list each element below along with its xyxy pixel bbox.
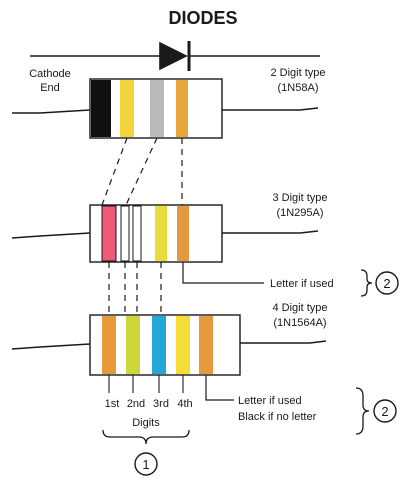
- band-letter: [176, 80, 188, 137]
- band-letter: [177, 206, 189, 261]
- part-number-1n295a: (1N295A): [276, 207, 323, 219]
- lead-right: [240, 340, 327, 344]
- band-digit-1: [120, 80, 134, 137]
- band-digit-3: [152, 316, 166, 374]
- callout-circle-2-top: [375, 271, 399, 295]
- band-digit-2: [120, 205, 130, 262]
- digit-label-4th: 4th: [177, 398, 192, 410]
- callout-circle-1: [134, 452, 158, 476]
- type-label-4-digit: 4 Digit type: [272, 302, 327, 314]
- lead-right: [222, 230, 319, 234]
- brace-bottom: [102, 429, 190, 445]
- callout-number-1: 1: [142, 457, 149, 472]
- digit-label-3rd: 3rd: [153, 398, 169, 410]
- lead-right: [222, 107, 319, 111]
- part-number-1n58a: (1N58A): [278, 82, 319, 94]
- digit-label-1st: 1st: [105, 398, 120, 410]
- diode-3-digit: [11, 204, 319, 263]
- band-digit-2: [126, 316, 140, 374]
- diode-symbol-icon: [30, 41, 320, 71]
- diode-4-digit: [11, 314, 327, 376]
- letter-if-used-label: Letter if used: [270, 278, 334, 290]
- letter-leader-line-4-digit: [205, 375, 234, 401]
- black-if-no-letter-label: Black if no letter: [238, 411, 317, 423]
- type-label-3-digit: 3 Digit type: [272, 192, 327, 204]
- cathode-label-line2: End: [40, 82, 60, 94]
- band-digit-1: [102, 316, 116, 374]
- callout-number-2-bottom: 2: [381, 404, 388, 419]
- lead-left: [11, 232, 91, 239]
- band-digit-4: [176, 316, 190, 374]
- diagram-title: DIODES: [168, 8, 237, 28]
- digits-label: Digits: [132, 417, 160, 429]
- lead-left: [12, 109, 91, 114]
- band-digit-3: [132, 205, 142, 262]
- digit-label-2nd: 2nd: [127, 398, 145, 410]
- cathode-label-line1: Cathode: [29, 68, 71, 80]
- brace-right-bottom: [355, 387, 370, 435]
- callout-number-2-top: 2: [383, 276, 390, 291]
- digit-ticks: [108, 375, 184, 393]
- letter-leader-line-3-digit: [182, 262, 264, 284]
- mapping-lines-1-2: [101, 137, 183, 206]
- band-cathode: [91, 80, 111, 137]
- letter-if-used-label-2: Letter if used: [238, 395, 302, 407]
- lead-left: [11, 343, 91, 350]
- band-digit-4: [155, 206, 167, 261]
- diode-2-digit: [12, 78, 319, 139]
- mapping-lines-2-3: [108, 262, 162, 315]
- band-digit-2: [150, 80, 164, 137]
- type-label-2-digit: 2 Digit type: [270, 67, 325, 79]
- part-number-1n1564a: (1N1564A): [273, 317, 326, 329]
- brace-right-top: [360, 269, 373, 297]
- band-letter: [199, 316, 213, 374]
- callout-circle-2-bottom: [373, 399, 397, 423]
- band-digit-1: [101, 205, 117, 262]
